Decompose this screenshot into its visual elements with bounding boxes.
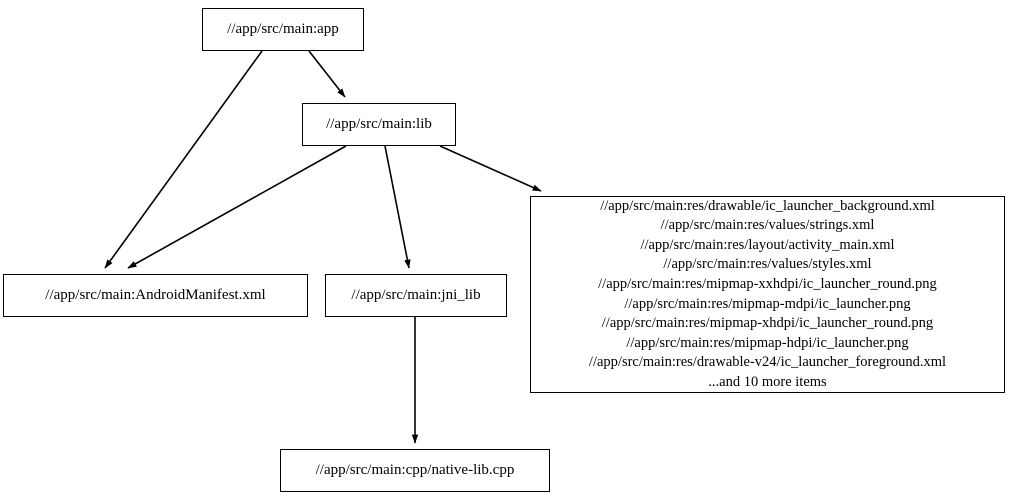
- node-jni-lib-label: //app/src/main:jni_lib: [351, 286, 481, 303]
- edge-lib-to-jni-lib: [384, 145, 411, 269]
- edge-lib-to-manifest: [127, 145, 347, 269]
- node-res-group-label: //app/src/main:res/drawable/ic_launcher_…: [588, 197, 947, 390]
- node-native-lib-cpp[interactable]: //app/src/main:cpp/native-lib.cpp: [280, 449, 550, 492]
- node-res-group[interactable]: //app/src/main:res/drawable/ic_launcher_…: [530, 196, 1005, 393]
- edge-lib-to-res-group: [439, 145, 542, 192]
- edge-app-to-lib: [308, 50, 346, 98]
- node-app-label: //app/src/main:app: [227, 20, 339, 37]
- edge-app-to-manifest: [104, 50, 263, 269]
- node-app[interactable]: //app/src/main:app: [202, 8, 364, 51]
- node-lib[interactable]: //app/src/main:lib: [302, 103, 456, 146]
- node-android-manifest[interactable]: //app/src/main:AndroidManifest.xml: [3, 274, 308, 317]
- node-android-manifest-label: //app/src/main:AndroidManifest.xml: [45, 286, 266, 303]
- node-native-lib-cpp-label: //app/src/main:cpp/native-lib.cpp: [315, 461, 515, 478]
- node-jni-lib[interactable]: //app/src/main:jni_lib: [325, 274, 507, 317]
- node-lib-label: //app/src/main:lib: [326, 115, 432, 132]
